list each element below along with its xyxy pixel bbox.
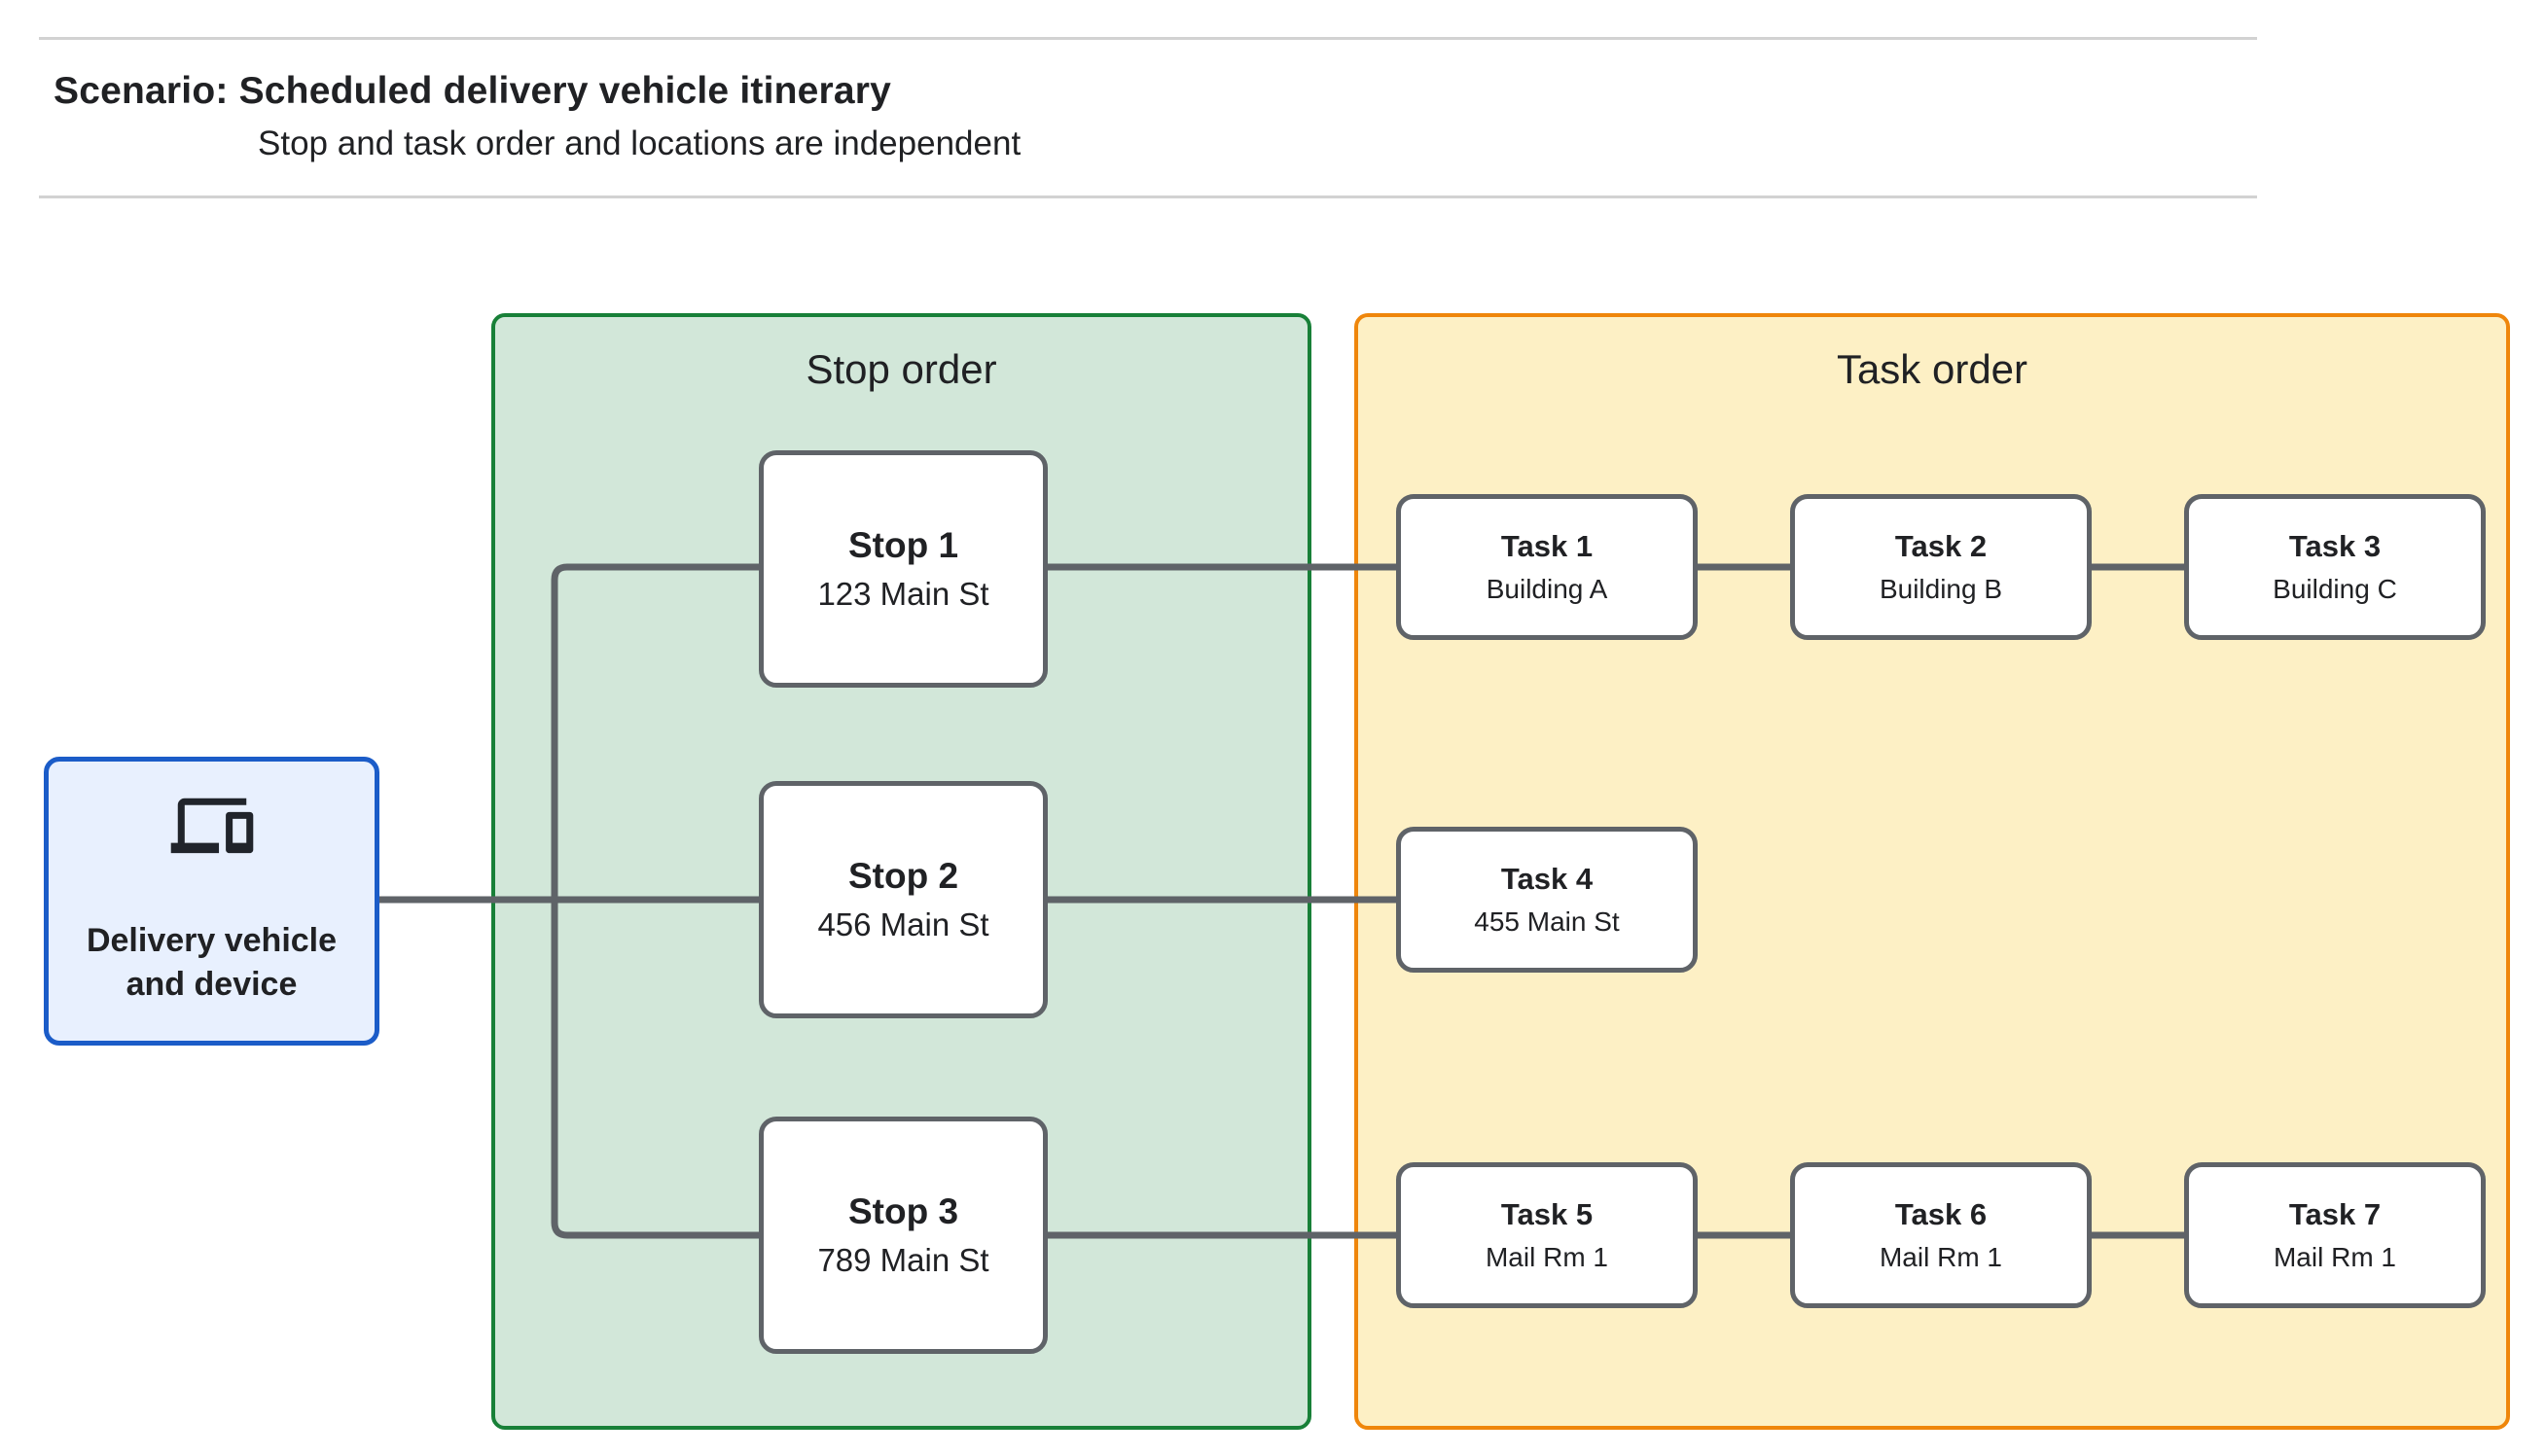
task-node-3: Task 3 Building C bbox=[2184, 494, 2486, 640]
task-1-location: Building A bbox=[1486, 574, 1608, 604]
task-node-1: Task 1 Building A bbox=[1396, 494, 1698, 640]
page-subtitle: Stop and task order and locations are in… bbox=[258, 124, 1022, 162]
stop-1-location: 123 Main St bbox=[817, 576, 989, 612]
devices-icon bbox=[170, 798, 253, 853]
task-6-title: Task 6 bbox=[1894, 1197, 1988, 1231]
task-7-title: Task 7 bbox=[2288, 1197, 2382, 1231]
delivery-vehicle-node: Delivery vehicle and device bbox=[44, 757, 379, 1046]
task-4-location: 455 Main St bbox=[1474, 906, 1620, 937]
stop-2-title: Stop 2 bbox=[847, 856, 959, 896]
page-title: Scenario: Scheduled delivery vehicle iti… bbox=[54, 70, 892, 112]
stop-3-title: Stop 3 bbox=[847, 1191, 959, 1231]
task-node-6: Task 6 Mail Rm 1 bbox=[1790, 1162, 2092, 1308]
task-2-location: Building B bbox=[1879, 574, 2003, 604]
stop-2-location: 456 Main St bbox=[817, 906, 989, 942]
task-5-location: Mail Rm 1 bbox=[1485, 1242, 1608, 1272]
stop-3-location: 789 Main St bbox=[817, 1242, 989, 1278]
task-order-panel-title: Task order bbox=[1836, 346, 2028, 392]
delivery-vehicle-label: Delivery vehicle and device bbox=[86, 921, 338, 1003]
task-7-location: Mail Rm 1 bbox=[2273, 1242, 2396, 1272]
task-node-7: Task 7 Mail Rm 1 bbox=[2184, 1162, 2486, 1308]
task-3-location: Building C bbox=[2273, 574, 2397, 604]
stop-node-1: Stop 1 123 Main St bbox=[759, 450, 1048, 688]
task-2-title: Task 2 bbox=[1894, 529, 1988, 563]
divider-top bbox=[39, 37, 2257, 40]
stop-node-2: Stop 2 456 Main St bbox=[759, 781, 1048, 1018]
task-3-title: Task 3 bbox=[2288, 529, 2382, 563]
task-node-4: Task 4 455 Main St bbox=[1396, 827, 1698, 973]
task-4-title: Task 4 bbox=[1500, 862, 1594, 896]
task-6-location: Mail Rm 1 bbox=[1879, 1242, 2002, 1272]
stop-1-title: Stop 1 bbox=[847, 525, 959, 565]
task-1-title: Task 1 bbox=[1500, 529, 1594, 563]
stop-order-panel-title: Stop order bbox=[806, 346, 997, 392]
stop-node-3: Stop 3 789 Main St bbox=[759, 1117, 1048, 1354]
task-node-2: Task 2 Building B bbox=[1790, 494, 2092, 640]
divider-bottom bbox=[39, 195, 2257, 198]
task-5-title: Task 5 bbox=[1500, 1197, 1594, 1231]
task-node-5: Task 5 Mail Rm 1 bbox=[1396, 1162, 1698, 1308]
